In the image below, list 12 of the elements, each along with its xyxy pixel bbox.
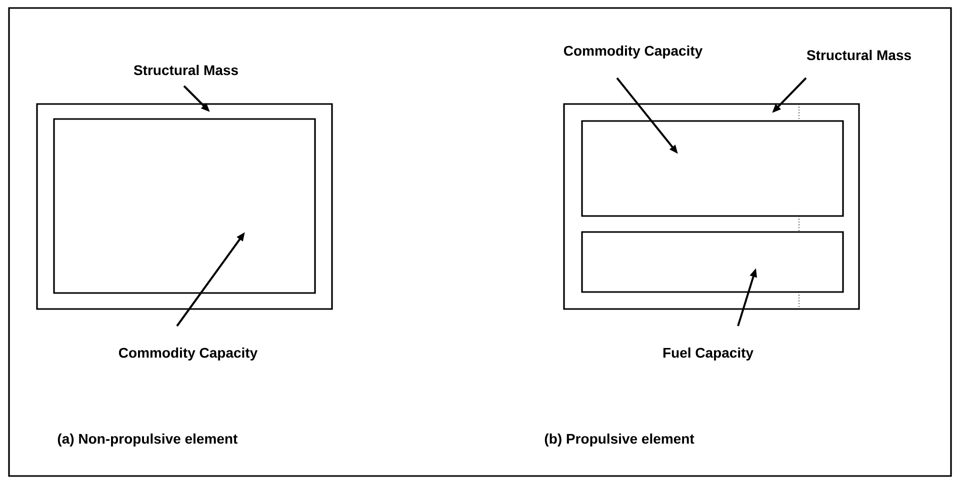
text-label: Structural Mass: [134, 64, 238, 76]
inner-box: [581, 231, 844, 293]
outer-box: [36, 103, 333, 310]
inner-box: [53, 118, 316, 294]
outer-box: [563, 103, 860, 310]
text-label: Commodity Capacity: [564, 45, 703, 59]
text-label: Commodity Capacity: [118, 347, 258, 361]
text-label: Fuel Capacity: [663, 347, 754, 361]
caption: (a) Non-propulsive element: [58, 433, 238, 447]
caption: (b) Propulsive element: [544, 433, 694, 447]
inner-box: [581, 120, 844, 217]
text-label: Structural Mass: [806, 50, 911, 60]
